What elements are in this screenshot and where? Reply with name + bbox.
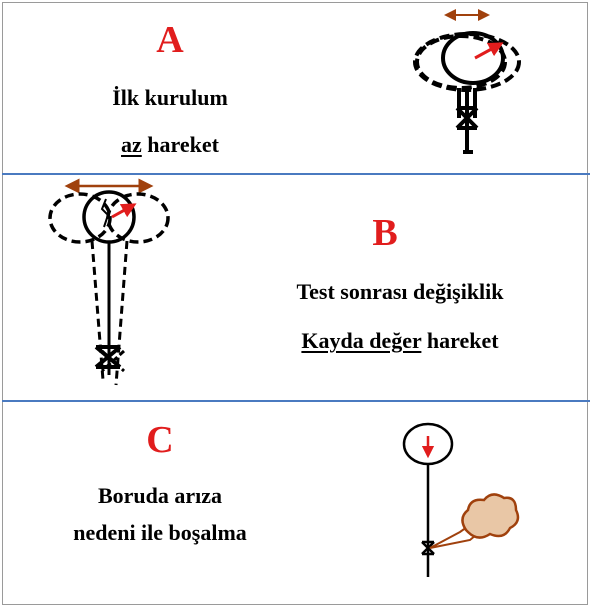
panel-a-rest: hareket [141,132,219,157]
panel-a-line1: İlk kurulum [112,85,228,110]
panel-a: A İlk kurulum az hareket [2,0,588,173]
gauge-b-icon [48,178,170,386]
panel-b-line1: Test sonrası değişiklik [296,279,504,304]
panel-c-line2: nedeni ile boşalma [73,520,247,545]
panel-b-line2: Kayda değer hareket [230,328,570,354]
panel-a-underlined: az [121,132,142,157]
panel-a-line2: az hareket [60,132,280,158]
divider-2 [2,400,590,402]
panel-b-underlined: Kayda değer [301,328,422,353]
panel-b-rest: hareket [421,328,499,353]
panel-b: B Test sonrası değişiklik Kayda değer ha… [2,175,588,400]
panel-b-letter: B [372,212,398,254]
panel-c-letter: C [146,419,174,461]
panel-a-letter: A [156,19,184,61]
panel-c-line1: Boruda arıza [97,483,223,508]
divider-1 [2,173,590,175]
gauge-a-icon [413,9,521,154]
panel-c: C Boruda arıza nedeni ile boşalma [2,402,588,607]
gauge-c-icon [402,422,520,577]
